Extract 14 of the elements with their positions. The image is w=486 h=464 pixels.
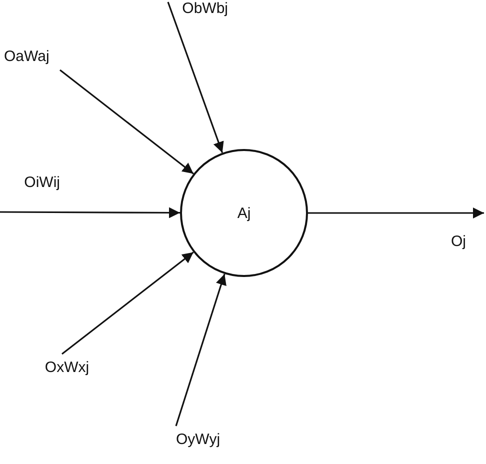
weighted-input-text: ObWbj bbox=[182, 0, 228, 17]
arrow bbox=[62, 252, 194, 355]
arrow bbox=[0, 207, 180, 218]
neuron-circle bbox=[180, 149, 308, 277]
arrow bbox=[175, 274, 226, 426]
edge-label: Oj bbox=[451, 233, 466, 250]
node-label: Aj bbox=[237, 204, 251, 222]
weighted-input-text: OaWaj bbox=[4, 48, 50, 65]
arrow bbox=[308, 208, 484, 218]
arrow bbox=[167, 2, 224, 154]
weighted-input-text: OxWxj bbox=[44, 359, 90, 376]
arrow bbox=[60, 69, 194, 174]
weighted-input-text: OiWij bbox=[24, 174, 60, 191]
weighted-input-text: OyWyj bbox=[176, 431, 220, 448]
